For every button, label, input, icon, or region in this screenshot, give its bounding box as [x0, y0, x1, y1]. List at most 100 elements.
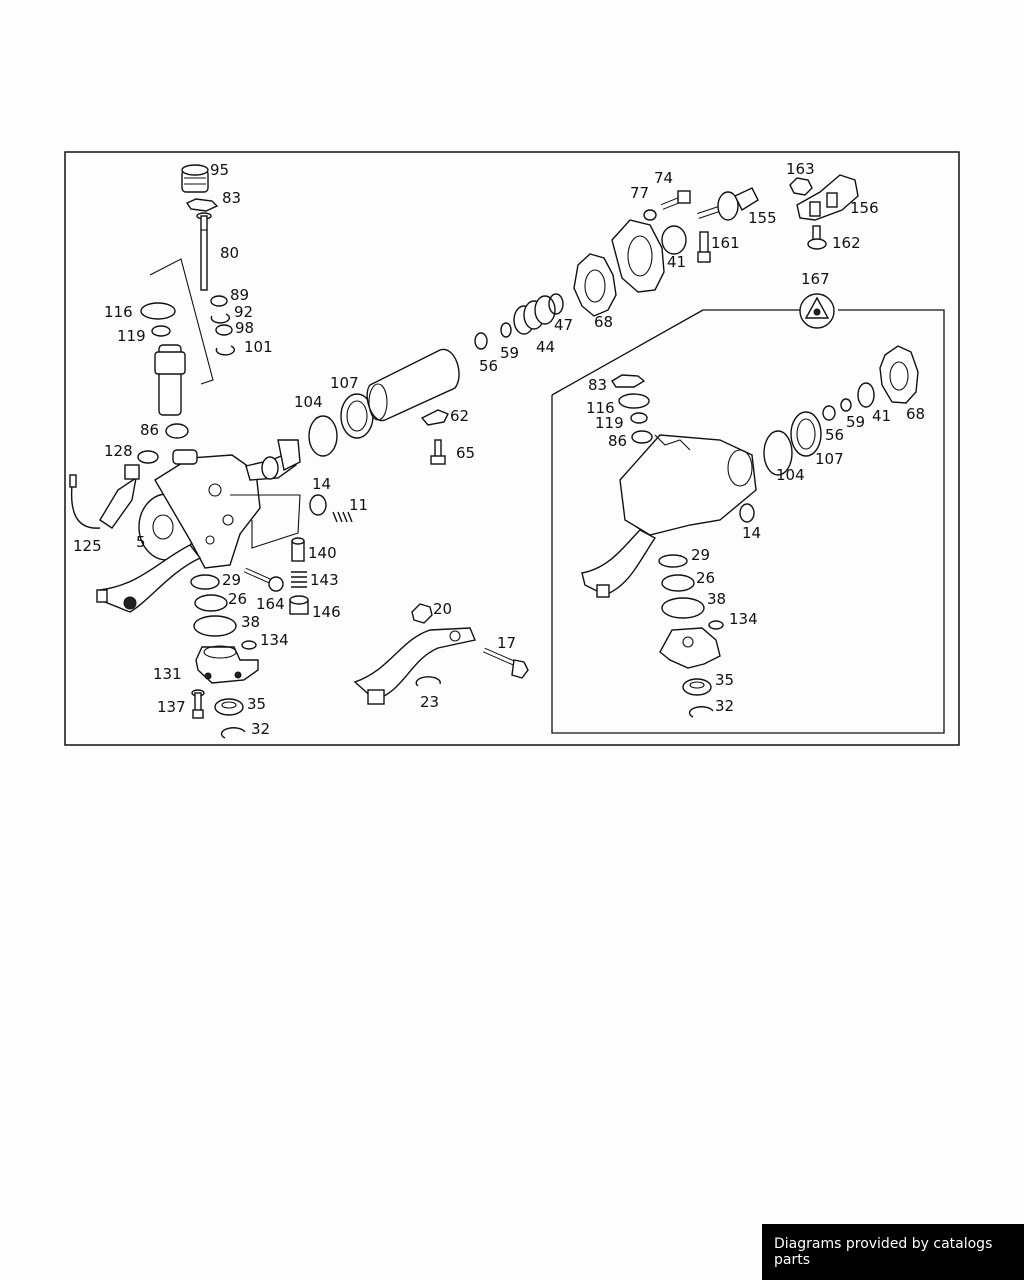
- part-number-label: 59: [500, 344, 519, 362]
- part-small-seal: [151, 325, 171, 337]
- part-number-label: 14: [742, 524, 761, 542]
- part-number-label: 35: [715, 671, 734, 689]
- part-ring-41: [661, 225, 687, 255]
- part-bolt-161: [697, 231, 711, 263]
- part-piston-44: [513, 295, 556, 335]
- part-number-label: 83: [588, 376, 607, 394]
- part-number-label: 74: [654, 169, 673, 187]
- inset-frame: [551, 309, 945, 734]
- part-number-label: 83: [222, 189, 241, 207]
- part-ring: [215, 324, 233, 336]
- inset-clip-32: [688, 706, 714, 718]
- part-cover: [195, 645, 259, 684]
- part-number-label: 38: [707, 590, 726, 608]
- part-spring-11: [332, 511, 353, 523]
- part-bolt-17: [482, 647, 529, 679]
- part-number-label: 44: [536, 338, 555, 356]
- part-spring-143: [291, 571, 307, 588]
- part-number-label: 41: [667, 253, 686, 271]
- part-number-label: 146: [312, 603, 341, 621]
- part-number-label: 38: [241, 613, 260, 631]
- part-number-label: 89: [230, 286, 249, 304]
- credit-text: Diagrams provided by catalogs parts: [774, 1236, 993, 1268]
- inset-ring-134: [708, 620, 724, 630]
- part-number-label: 128: [104, 442, 133, 460]
- part-seal-ring: [140, 302, 176, 320]
- part-bolt-137: [191, 689, 205, 719]
- part-number-label: 41: [872, 407, 891, 425]
- part-number-label: 14: [312, 475, 331, 493]
- part-bolt-162: [807, 225, 827, 250]
- part-ring-26: [194, 594, 228, 612]
- part-number-label: 156: [850, 199, 879, 217]
- inset-seal-119: [630, 412, 648, 424]
- part-joint-156: [796, 174, 859, 221]
- part-number-label: 68: [594, 313, 613, 331]
- part-circlip-2: [215, 345, 236, 356]
- inset-ring-38: [661, 597, 705, 619]
- part-number-label: 62: [450, 407, 469, 425]
- part-washer-77: [643, 209, 657, 221]
- inset-seal-35: [682, 678, 712, 696]
- part-number-label: 107: [815, 450, 844, 468]
- part-ring-38: [193, 615, 237, 637]
- part-cover-housing: [611, 219, 665, 293]
- part-number-label: 137: [157, 698, 186, 716]
- inset-ring-14: [739, 503, 755, 523]
- part-number-label: 119: [595, 414, 624, 432]
- part-clip-23: [415, 676, 441, 687]
- inset-ring-104: [763, 430, 793, 476]
- part-filter-housing: [154, 344, 186, 416]
- part-number-label: 134: [729, 610, 758, 628]
- part-o-ring: [137, 450, 159, 464]
- part-number-label: 104: [776, 466, 805, 484]
- part-number-label: 155: [748, 209, 777, 227]
- part-universal-joint: [697, 187, 759, 221]
- part-number-label: 164: [256, 595, 285, 613]
- part-number-label: 140: [308, 544, 337, 562]
- part-ring-14: [309, 494, 327, 516]
- part-number-label: 80: [220, 244, 239, 262]
- part-number-label: 29: [222, 571, 241, 589]
- part-number-label: 65: [456, 444, 475, 462]
- part-number-label: 23: [420, 693, 439, 711]
- part-triangle-flange: [799, 293, 835, 329]
- inset-washer-59: [840, 398, 852, 412]
- part-steering-gear-housing: [138, 439, 301, 569]
- part-washer: [210, 295, 228, 307]
- inset-ring-26: [661, 574, 695, 592]
- part-sensor: [69, 464, 140, 529]
- part-number-label: 20: [433, 600, 452, 618]
- part-number-label: 92: [234, 303, 253, 321]
- part-number-label: 167: [801, 270, 830, 288]
- part-ring-29: [190, 574, 220, 590]
- inset-nut-86: [631, 430, 653, 444]
- part-small-ring-134: [241, 640, 257, 650]
- inset-seal-116: [618, 393, 650, 409]
- part-seal-35: [214, 698, 244, 716]
- inset-gasket-68: [879, 345, 919, 404]
- part-ring-104: [308, 415, 338, 457]
- part-number-label: 5: [136, 533, 146, 551]
- part-number-label: 104: [294, 393, 323, 411]
- part-bolt-74: [660, 190, 691, 210]
- part-number-label: 95: [210, 161, 229, 179]
- inset-gasket-83: [611, 374, 646, 388]
- part-long-bolt: [196, 212, 212, 291]
- leader-bracket: [149, 258, 214, 385]
- part-cylinder: [366, 348, 460, 422]
- part-number-label: 32: [715, 697, 734, 715]
- part-number-label: 11: [349, 496, 368, 514]
- part-number-label: 56: [479, 357, 498, 375]
- part-number-label: 68: [906, 405, 925, 423]
- inset-washer-56: [822, 405, 836, 421]
- part-number-label: 131: [153, 665, 182, 683]
- part-clip-32: [220, 727, 246, 739]
- part-washer-59: [500, 322, 512, 338]
- part-number-label: 29: [691, 546, 710, 564]
- part-number-label: 47: [554, 316, 573, 334]
- part-clip-plate: [420, 409, 449, 426]
- part-circlip: [210, 313, 231, 324]
- part-ring-107: [340, 393, 374, 439]
